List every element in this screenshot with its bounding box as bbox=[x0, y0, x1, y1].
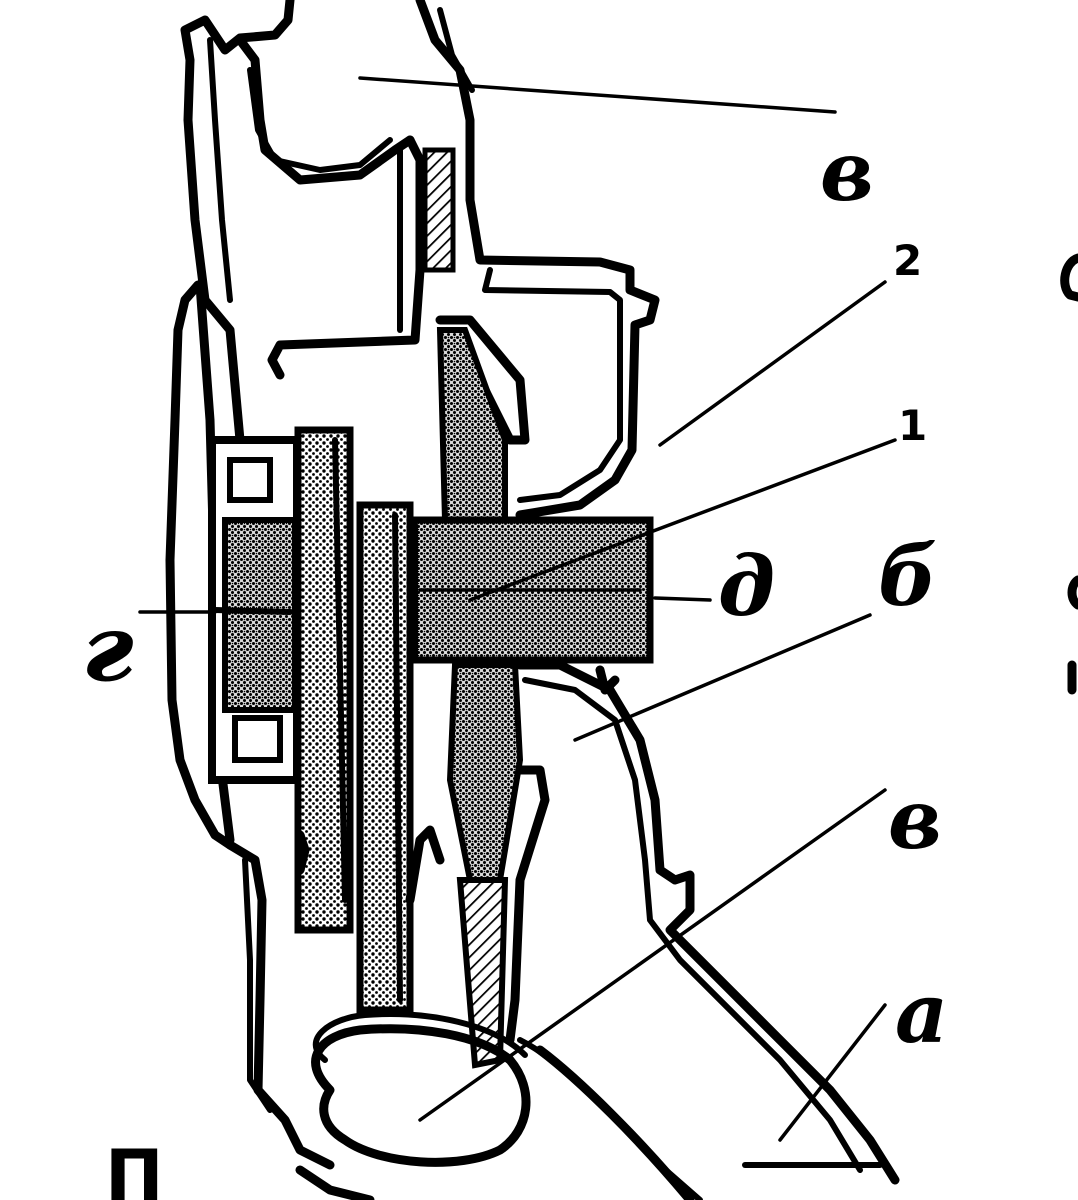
label-d: д bbox=[718, 539, 775, 635]
leader-a bbox=[778, 1003, 887, 1142]
leader-d bbox=[653, 596, 712, 602]
upper-cone bbox=[436, 327, 508, 523]
inner-web bbox=[267, 135, 530, 445]
lower-cone bbox=[446, 662, 524, 1069]
shaft bbox=[406, 516, 654, 664]
label-1: 1 bbox=[898, 401, 927, 450]
lower-housing-left bbox=[225, 825, 883, 1200]
leader-1 bbox=[468, 438, 897, 602]
caption-fragment: П bbox=[105, 1135, 164, 1200]
label-v-bottom: в bbox=[888, 772, 942, 868]
left-casing bbox=[165, 280, 301, 850]
leader-v-bottom bbox=[418, 788, 887, 1122]
label-b: б bbox=[878, 529, 937, 625]
leader-lines bbox=[138, 280, 897, 1142]
label-a: а bbox=[895, 966, 948, 1062]
lower-housing-right bbox=[505, 660, 900, 1185]
label-2: 2 bbox=[893, 236, 922, 285]
leader-b bbox=[573, 613, 872, 742]
upper-cavity-leader bbox=[358, 76, 837, 114]
edge-fragments bbox=[1060, 253, 1078, 695]
label-g: г bbox=[82, 594, 134, 702]
disc-pack bbox=[294, 426, 414, 1014]
labels: в 2 1 д б г в а П bbox=[82, 124, 948, 1200]
leader-2 bbox=[658, 280, 887, 447]
label-v-top: в bbox=[820, 124, 874, 220]
